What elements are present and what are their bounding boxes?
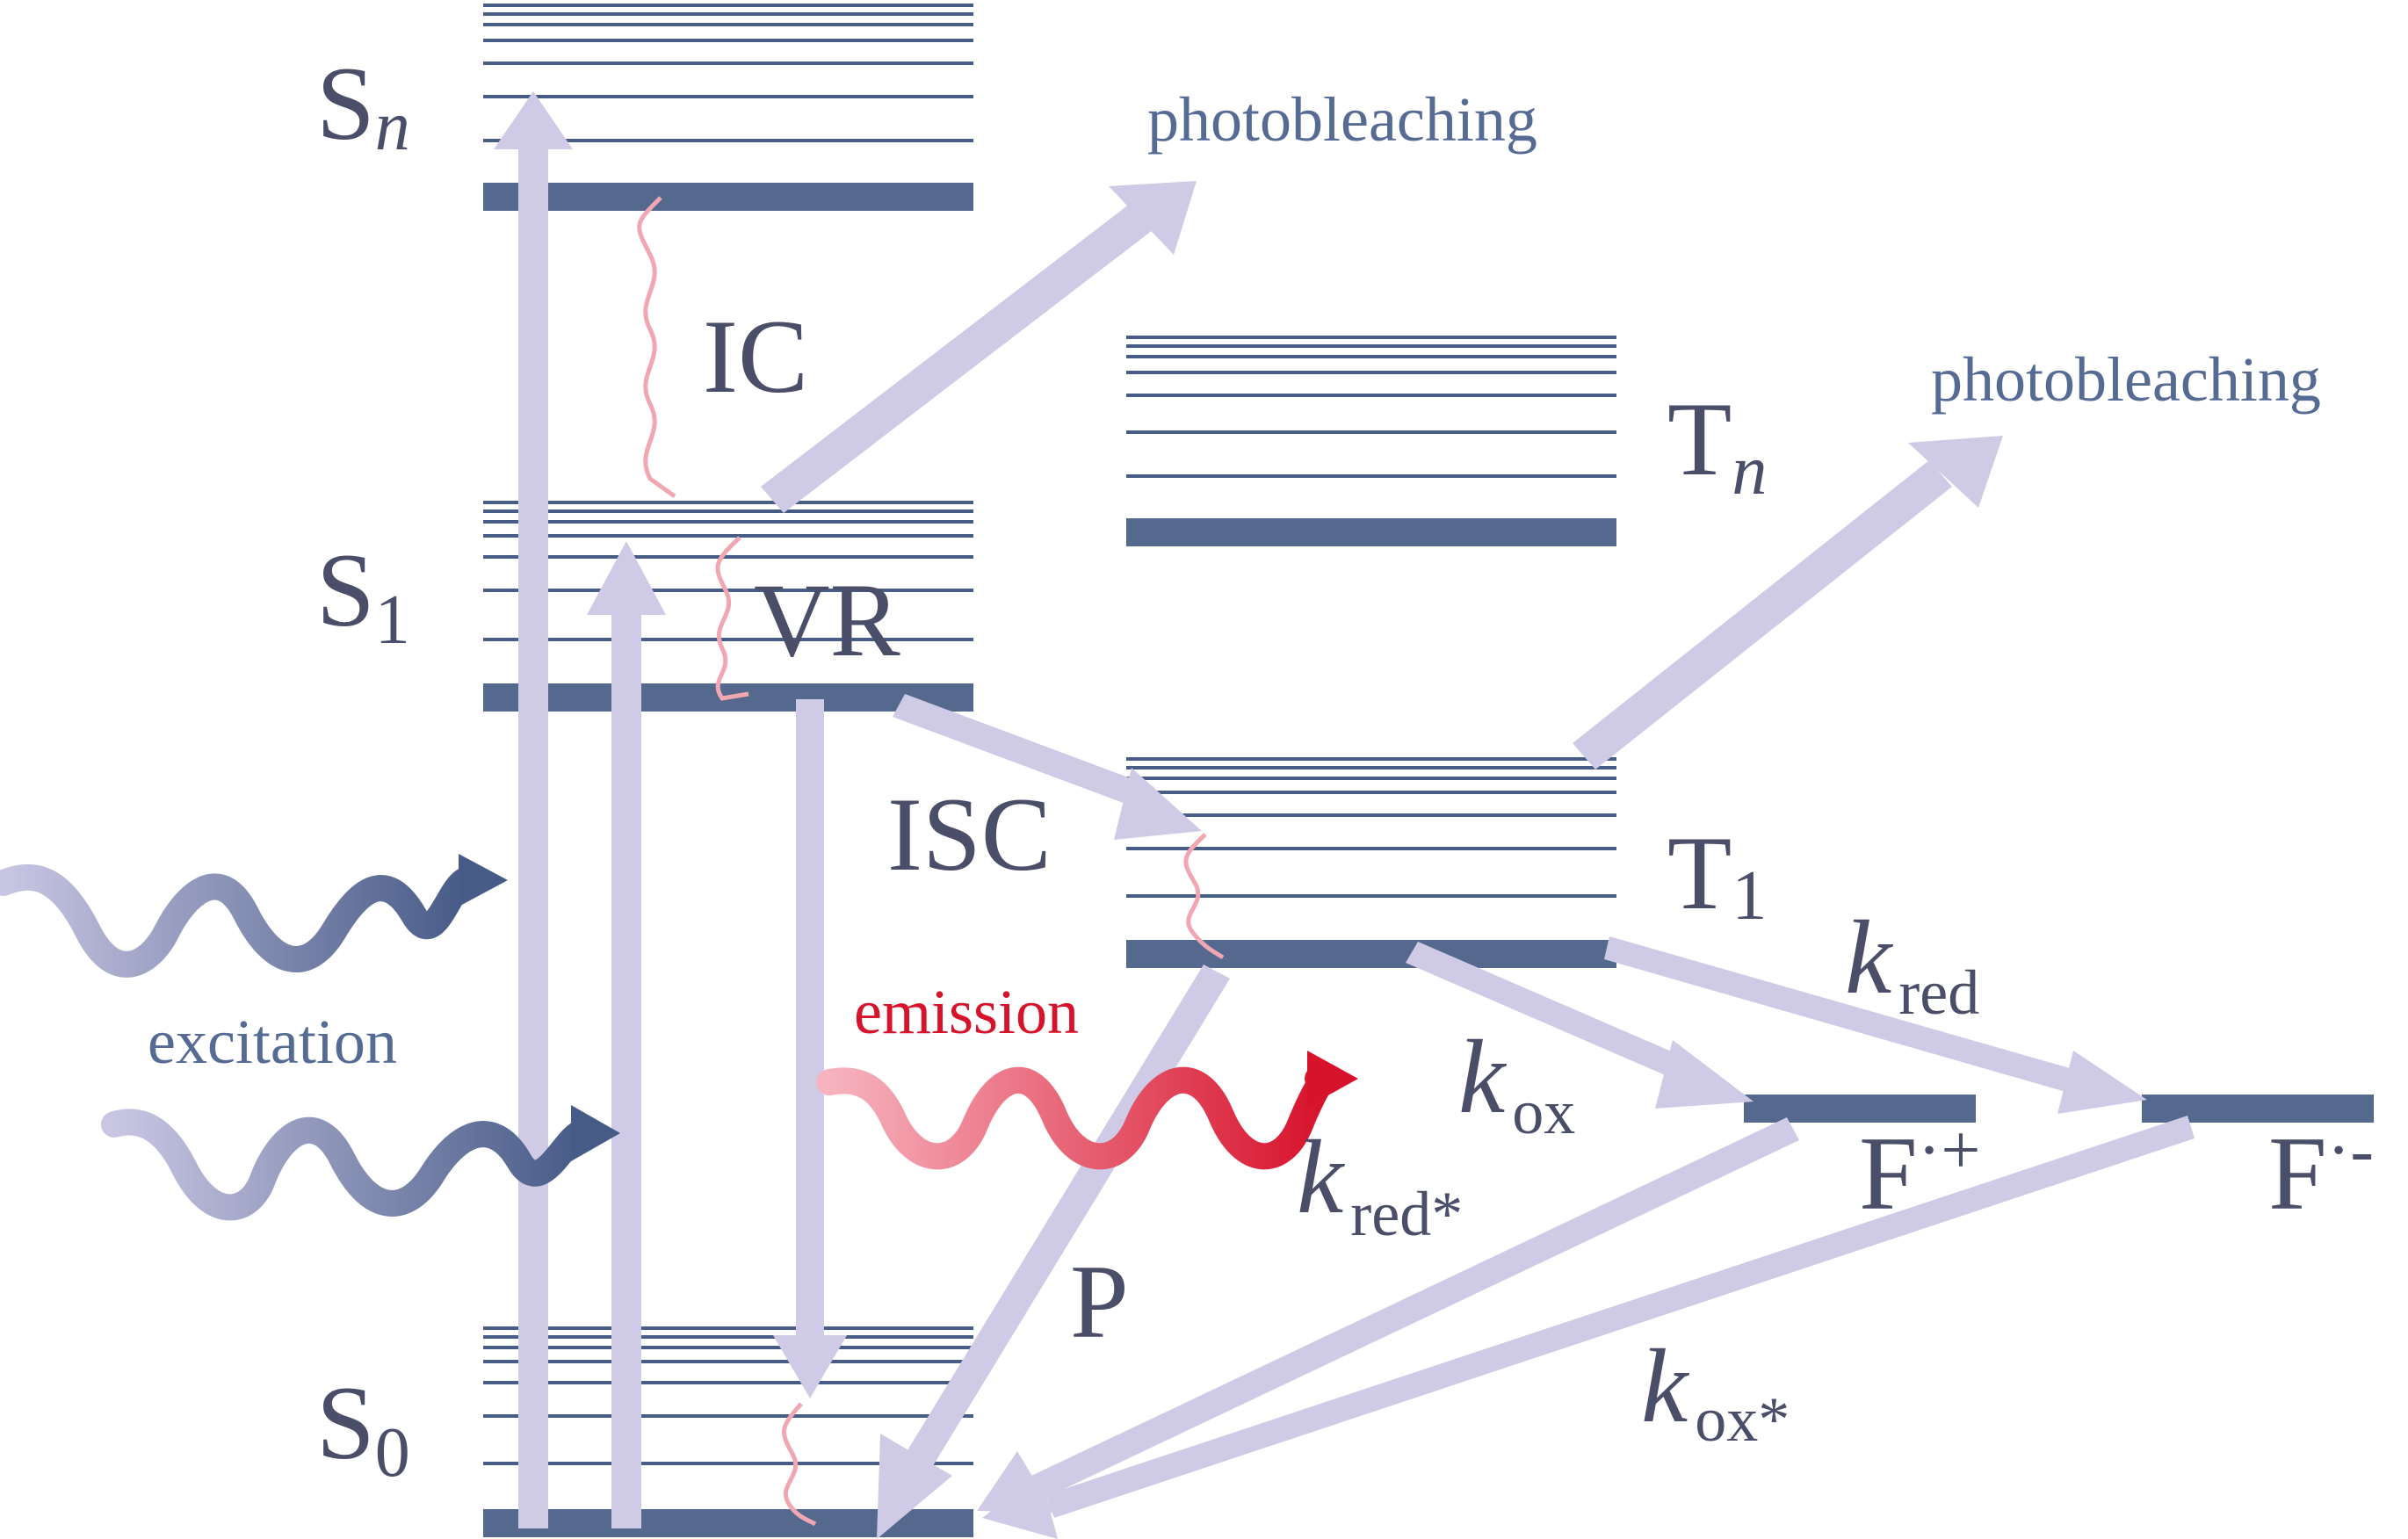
- excitation-waves: [0, 854, 620, 1221]
- tn-label: Tn: [1667, 380, 1767, 509]
- photobleaching-arrow-from-t1-head: [1908, 436, 2003, 508]
- excitation-wave-lower: [101, 1109, 593, 1221]
- vr-wave: [715, 536, 749, 701]
- excitation-wave-upper: [0, 863, 479, 978]
- excitation-arrow-to-sn-head: [494, 91, 573, 149]
- excitation-wave-lower-head: [571, 1105, 620, 1161]
- excitation-arrow-to-s1-head: [587, 541, 666, 615]
- excitation-label: excitation: [148, 1007, 397, 1077]
- t1-levels: [1126, 757, 1616, 968]
- t1-ground-bar: [1126, 940, 1616, 968]
- excitation-wave-upper-head: [459, 854, 508, 907]
- p-label: P: [1070, 1243, 1129, 1360]
- transfer-arrows: [494, 91, 2195, 1539]
- vr-label: VR: [754, 561, 900, 678]
- s0-wave: [782, 1402, 817, 1527]
- photobleaching-arrow-from-s1-head: [1109, 181, 1197, 255]
- ic-wave: [637, 196, 676, 499]
- ic-label: IC: [703, 298, 808, 415]
- f-radical-cation-label: F·+: [1859, 1112, 1981, 1232]
- f-radical-cation-level: [1744, 1095, 1976, 1123]
- s1-levels: [483, 501, 973, 712]
- sn-ground-bar: [483, 183, 973, 211]
- photobleaching-label-1: photobleaching: [1147, 84, 1537, 155]
- k-red-star-arrow-shaft: [1031, 1117, 1799, 1499]
- k-ox-star-arrow-shaft: [1045, 1116, 2195, 1518]
- k-ox-arrow-shaft: [1406, 942, 1694, 1082]
- excitation-arrow-to-sn-shaft: [518, 136, 548, 1528]
- emission-wave-group: [816, 1051, 1358, 1170]
- tn-levels: [1126, 336, 1616, 546]
- isc-label: ISC: [887, 776, 1052, 892]
- k-ox-arrow-head: [1655, 1040, 1754, 1109]
- emission-wave: [816, 1066, 1334, 1170]
- f-radical-anion-label: F·-: [2268, 1112, 2374, 1232]
- emission-down-arrow-head: [773, 1335, 847, 1398]
- k-ox-star-arrow-head: [982, 1474, 1058, 1539]
- s1-label: S1: [316, 531, 410, 659]
- tn-ground-bar: [1126, 518, 1616, 546]
- isc-arrow-head: [1114, 768, 1202, 840]
- p-arrow-head: [877, 1434, 952, 1539]
- t1-label: T1: [1667, 814, 1767, 935]
- s0-label: S0: [316, 1364, 410, 1492]
- k-red-arrow-head: [2057, 1051, 2147, 1114]
- emission-wave-head: [1307, 1051, 1358, 1107]
- emission-down-arrow-shaft: [796, 699, 824, 1340]
- photobleaching-label-2: photobleaching: [1931, 344, 2321, 415]
- isc-arrow-shaft: [893, 694, 1154, 810]
- sn-levels: [483, 4, 973, 211]
- photobleaching-arrow-from-t1-shaft: [1573, 460, 1952, 770]
- sn-label: Sn: [316, 45, 410, 165]
- photobleaching-arrow-from-s1-shaft: [761, 204, 1153, 513]
- relaxation-waves: [637, 196, 1225, 1527]
- k-red-arrow-shaft: [1604, 936, 2082, 1095]
- t1-wave: [1183, 833, 1225, 960]
- emission-label: emission: [854, 977, 1079, 1047]
- excitation-arrow-to-s1-shaft: [611, 597, 641, 1528]
